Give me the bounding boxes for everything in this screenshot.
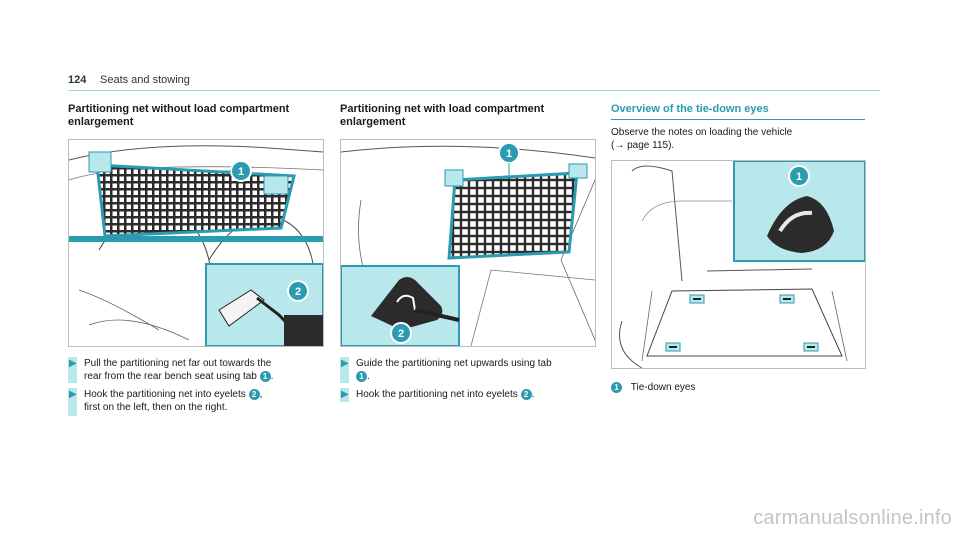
step-marker [68,357,77,383]
svg-text:2: 2 [295,286,301,298]
instruction-step: ▶ Guide the partitioning net upwards usi… [340,357,552,383]
arrow-right-icon: ▶ [69,358,77,369]
figure-net-without-enlargement: 1 2 [68,139,324,347]
section-heading: Partitioning net with load compartment e… [340,103,545,128]
callout-2-badge: 2 [390,322,412,344]
callout-2-badge: 2 [287,280,309,302]
callout-number-icon: 2 [248,388,260,400]
section-title: Seats and stowing [100,74,190,86]
callout-number-icon: 1 [259,370,271,382]
svg-text:1: 1 [506,148,512,160]
section-net-with-enlargement: Partitioning net with load compartment e… [340,103,595,129]
instruction-step: ▶ Hook the partitioning net into eyelets… [68,388,323,416]
instruction-step: ▶ Pull the partitioning net far out towa… [68,357,274,383]
watermark: carmanualsonline.info [753,507,952,529]
section-net-without-enlargement: Partitioning net without load compartmen… [68,103,323,129]
callout-number-icon: 1 [356,370,367,382]
section-tie-down-eyes: Overview of the tie-down eyes [611,103,865,120]
page-header: 124 Seats and stowing [68,72,880,92]
step-marker [68,388,77,416]
callout-number-icon: 2 [520,388,532,400]
instruction-step: ▶ Hook the partitioning net into eyelets… [340,388,535,402]
callout-1-badge: 1 [788,165,810,187]
header-divider [68,90,880,91]
figure-net-with-enlargement: 1 2 [340,139,596,347]
legend-label: Tie-down eyes [630,382,696,393]
arrow-right-icon: ▶ [341,358,349,369]
section-heading: Overview of the tie-down eyes [611,103,769,115]
arrow-right-icon: ▶ [341,389,349,400]
page-number: 124 [68,74,87,86]
svg-text:1: 1 [796,171,802,183]
svg-text:2: 2 [398,328,404,340]
callout-1-badge: 1 [230,160,252,182]
intro-paragraph: Observe the notes on loading the vehicle… [611,127,793,151]
legend-item: 1 Tie-down eyes [611,381,865,394]
callout-number-icon: 1 [611,381,622,393]
svg-text:1: 1 [238,166,244,178]
step-marker [340,357,349,383]
arrow-right-icon: ▶ [69,389,77,400]
figure-tie-down-eyes: 1 [611,160,866,369]
step-marker [340,388,349,402]
section-heading: Partitioning net without load compartmen… [68,103,290,128]
heading-rule [611,119,865,120]
callout-1-badge: 1 [498,142,520,164]
